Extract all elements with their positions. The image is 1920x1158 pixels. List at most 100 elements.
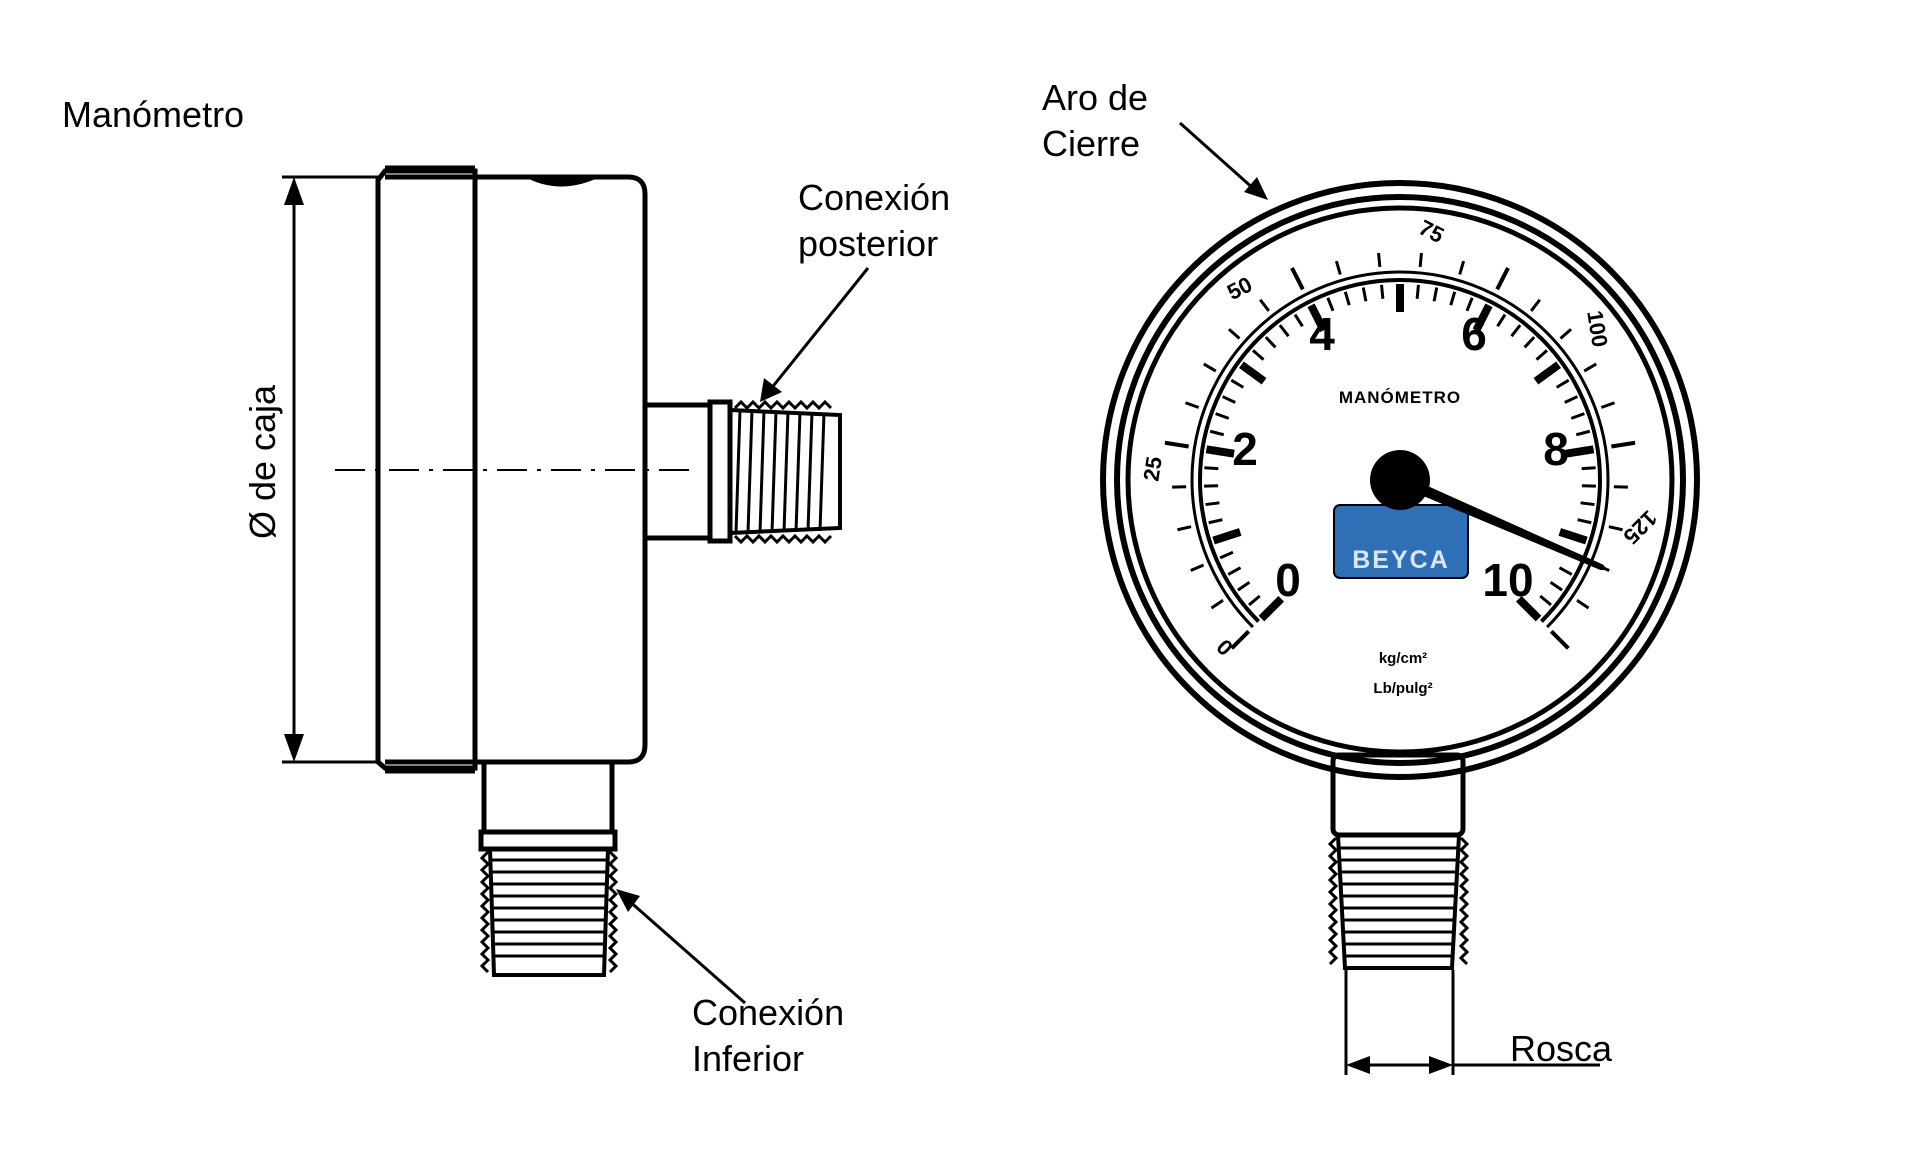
inner-major-tick — [1533, 361, 1561, 385]
inner-minor-tick — [1227, 566, 1242, 576]
outer-scale-label: 75 — [1415, 215, 1448, 248]
outer-major-tick — [1495, 267, 1510, 291]
outer-minor-tick — [1608, 525, 1623, 532]
outer-minor-tick — [1559, 328, 1573, 340]
outer-minor-tick — [1177, 525, 1192, 532]
inner-minor-tick — [1205, 501, 1220, 507]
inner-minor-tick — [1496, 313, 1507, 328]
outer-minor-tick — [1583, 362, 1598, 373]
bottom-thread — [479, 848, 619, 977]
inner-major-tick — [1239, 361, 1267, 385]
thread-dimension — [1344, 970, 1600, 1075]
inner-scale-label: 0 — [1275, 554, 1301, 606]
outer-major-tick — [1164, 440, 1189, 449]
dial-name: MANÓMETRO — [1339, 388, 1461, 407]
inner-minor-tick — [1581, 466, 1596, 471]
outer-scale-label: 125 — [1618, 505, 1662, 549]
outer-minor-tick — [1600, 401, 1616, 409]
inner-minor-tick — [1570, 412, 1585, 420]
inner-minor-tick — [1555, 378, 1570, 389]
inner-major-tick — [1212, 528, 1242, 545]
inner-minor-tick — [1343, 291, 1351, 306]
closing-ring-label-line2: Cierre — [1042, 123, 1140, 164]
inner-minor-tick — [1558, 566, 1573, 576]
outer-minor-tick — [1529, 298, 1541, 312]
inner-minor-tick — [1264, 336, 1277, 349]
outer-scale-label: 50 — [1223, 272, 1256, 305]
inner-minor-tick — [1222, 395, 1236, 404]
inner-scale-label: 8 — [1543, 423, 1569, 475]
outer-scale-label: 25 — [1138, 455, 1167, 483]
inner-minor-tick — [1415, 284, 1420, 299]
inner-minor-tick — [1237, 581, 1251, 592]
outer-scale-label: 0 — [1212, 634, 1238, 660]
inner-minor-tick — [1326, 297, 1335, 312]
inner-scale-label: 10 — [1482, 554, 1533, 606]
inner-major-tick — [1472, 303, 1493, 333]
gauge-pointer — [1370, 450, 1608, 571]
rear-connection-label-line1: Conexión — [798, 177, 950, 218]
outer-minor-tick — [1190, 563, 1205, 572]
inner-major-tick — [1307, 303, 1328, 333]
inner-minor-tick — [1293, 313, 1304, 328]
inner-minor-tick — [1209, 429, 1225, 437]
bottom-connection-label-line1: Conexión — [692, 992, 844, 1033]
inner-major-tick — [1515, 595, 1542, 622]
inner-major-tick — [1558, 528, 1588, 545]
inner-minor-tick — [1208, 518, 1223, 525]
side-view: Ø de caja — [242, 165, 870, 1005]
inner-minor-tick — [1278, 324, 1290, 338]
outer-major-tick — [1230, 629, 1251, 650]
outer-minor-tick — [1576, 599, 1590, 610]
inner-minor-tick — [1510, 324, 1522, 338]
inner-major-tick — [1565, 445, 1595, 458]
inner-minor-tick — [1204, 466, 1219, 471]
inner-minor-tick — [1219, 550, 1234, 560]
inner-minor-tick — [1564, 395, 1578, 404]
bottom-connection-label-line2: Inferior — [692, 1038, 804, 1079]
inner-major-tick — [1205, 445, 1235, 458]
dial-scale — [1164, 252, 1636, 650]
outer-minor-tick — [1202, 362, 1217, 373]
front-view: 0 2 4 6 8 10 0 25 50 75 100 125 MANÓMETR… — [1100, 121, 1700, 1075]
inner-minor-tick — [1575, 429, 1591, 437]
outer-major-tick — [1611, 440, 1636, 449]
inner-minor-tick — [1549, 581, 1563, 592]
inner-minor-tick — [1539, 594, 1552, 607]
inner-major-tick — [1258, 595, 1285, 622]
brand-logo: BEYCA — [1333, 504, 1469, 579]
inner-minor-tick — [1432, 287, 1439, 302]
outer-minor-tick — [1377, 252, 1382, 268]
outer-minor-tick — [1458, 260, 1466, 275]
inner-minor-tick — [1449, 291, 1457, 306]
outer-scale-label: 100 — [1582, 309, 1612, 349]
inner-scale-label: 2 — [1232, 423, 1258, 475]
outer-minor-tick — [1259, 298, 1271, 312]
unit-label-line2: Lb/pulg² — [1373, 680, 1432, 697]
inner-minor-tick — [1215, 412, 1230, 420]
outer-major-tick — [1290, 267, 1305, 291]
rear-connection-label-line2: posterior — [798, 223, 938, 264]
thread-label: Rosca — [1510, 1028, 1613, 1069]
scale-arc — [1198, 277, 1602, 623]
inner-scale-label: 4 — [1309, 308, 1335, 360]
case-diameter-label: Ø de caja — [242, 384, 283, 539]
closing-ring-label-line1: Aro de — [1042, 77, 1148, 118]
inner-minor-tick — [1230, 378, 1245, 389]
inner-minor-tick — [1361, 287, 1368, 302]
inner-minor-tick — [1251, 349, 1265, 361]
scale-arc — [1190, 270, 1610, 629]
rear-thread — [729, 399, 842, 545]
case-diameter-dimension: Ø de caja — [242, 175, 378, 764]
inner-minor-tick — [1577, 518, 1592, 525]
outer-minor-tick — [1334, 260, 1342, 275]
outer-minor-tick — [1227, 328, 1241, 340]
inner-minor-tick — [1465, 297, 1474, 312]
inner-minor-tick — [1523, 336, 1536, 349]
inner-minor-tick — [1580, 501, 1595, 507]
inner-scale-label: 6 — [1461, 308, 1487, 360]
outer-minor-tick — [1418, 252, 1423, 268]
inner-minor-tick — [1248, 594, 1261, 607]
outer-minor-tick — [1184, 401, 1200, 409]
